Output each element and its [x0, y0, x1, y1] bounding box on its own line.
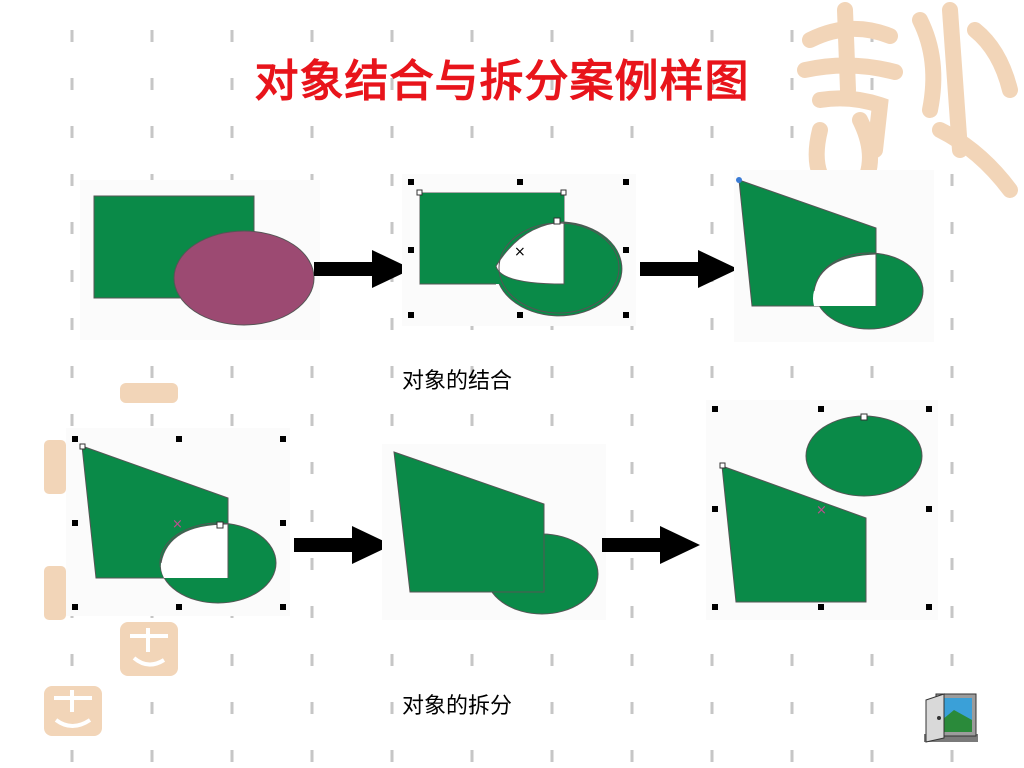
- right-arrow-icon: [314, 250, 412, 288]
- page-title: 对象结合与拆分案例样图: [254, 56, 750, 107]
- panel-reshaped: [734, 170, 934, 342]
- purple-ellipse: [173, 230, 315, 326]
- panel-split-overlap: [382, 444, 606, 620]
- panel-combined-quad-selected: ×: [66, 428, 290, 616]
- right-arrow-icon: [294, 526, 392, 564]
- right-arrow-icon: [640, 250, 738, 288]
- svg-text:×: ×: [514, 244, 526, 260]
- svg-text:×: ×: [816, 503, 827, 518]
- right-arrow-icon: [602, 526, 700, 564]
- panel-original-shapes: [80, 180, 320, 340]
- seal-stamp: [120, 622, 178, 676]
- caption-combine: 对象的结合: [402, 369, 513, 394]
- seal-stamp: [44, 440, 66, 494]
- panel-combined-selected: ×: [402, 174, 636, 326]
- caption-split: 对象的拆分: [402, 694, 513, 719]
- svg-text:×: ×: [172, 517, 183, 532]
- calligraphy-watermark: [797, 2, 1018, 198]
- seal-stamp: [44, 686, 102, 736]
- panel-split-separated: ×: [706, 400, 938, 620]
- seal-stamp: [44, 566, 66, 620]
- exit-door-icon[interactable]: [920, 690, 982, 744]
- seal-stamp: [120, 383, 178, 403]
